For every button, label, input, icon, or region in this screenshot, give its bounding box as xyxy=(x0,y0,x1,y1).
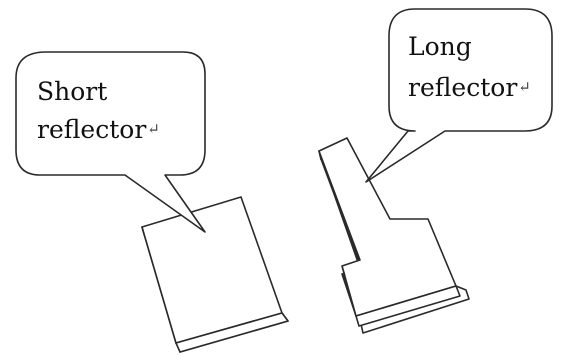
long-reflector-callout: Long reflector↵ xyxy=(365,8,553,183)
long-reflector-label-line1: Long xyxy=(408,32,472,61)
long-reflector-speech-bubble xyxy=(365,8,553,183)
short-reflector-callout: Short reflector↵ xyxy=(15,51,206,233)
long-reflector-plate xyxy=(318,137,470,334)
short-reflector-corner-edge xyxy=(141,226,145,235)
short-reflector-front-face xyxy=(175,312,289,353)
long-reflector-label-text: reflector xyxy=(408,73,517,102)
long-reflector-return-mark: ↵ xyxy=(518,78,531,96)
long-reflector-front-face xyxy=(355,285,461,327)
short-reflector-label-line2: reflector↵ xyxy=(37,115,160,144)
short-reflector-plate xyxy=(141,196,289,353)
long-reflector-label-line2: reflector↵ xyxy=(408,73,531,102)
long-reflector-step-edge xyxy=(341,265,346,277)
short-reflector-label-text: reflector xyxy=(37,115,146,144)
short-reflector-return-mark: ↵ xyxy=(147,120,160,138)
short-reflector-speech-bubble xyxy=(15,51,206,233)
short-reflector-label-line1: Short xyxy=(37,77,107,106)
long-reflector-corner-edge xyxy=(318,150,322,161)
